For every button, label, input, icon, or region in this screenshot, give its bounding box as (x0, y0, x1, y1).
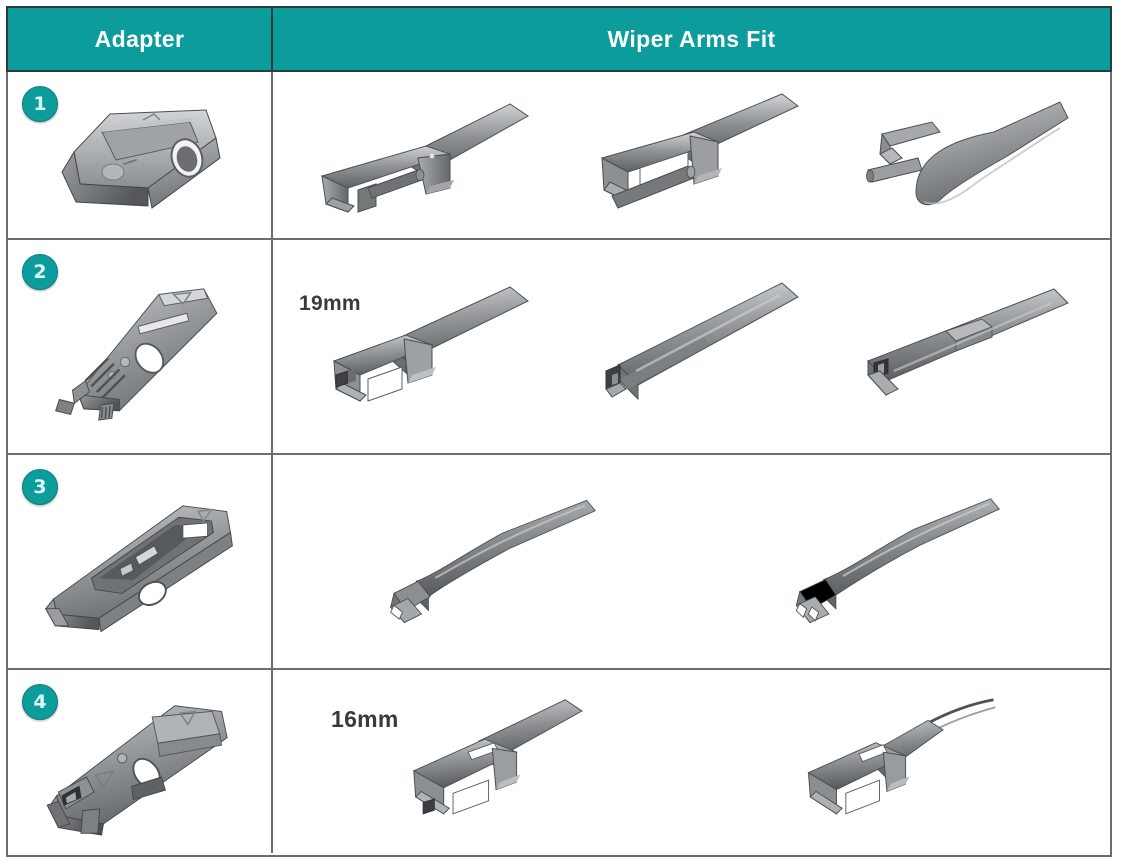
wiper-arm-item (584, 88, 799, 223)
wiper-arm-item (584, 279, 799, 414)
wiper-arms-cell-4: 16mm (273, 670, 1110, 853)
bayonet-slim-wiper-arm-image (807, 698, 996, 815)
row-number-badge: 3 (22, 469, 58, 505)
table-row: 4 (8, 670, 1110, 853)
wiper-arm-item (854, 88, 1069, 223)
annotation-16mm: 16mm (331, 706, 399, 732)
table-row: 1 (8, 72, 1110, 240)
u-hook-wide-wiper-arm-image (600, 92, 799, 209)
column-header-wiper-arms-fit: Wiper Arms Fit (273, 8, 1110, 70)
wiper-arm-item (382, 694, 597, 829)
table-body: 1 (6, 72, 1112, 857)
row-number-badge: 4 (22, 684, 58, 720)
u-hook-rounded-wiper-arm-image (865, 100, 1069, 205)
table-row: 3 (8, 455, 1110, 670)
adapter-cell-1: 1 (8, 72, 273, 238)
wiper-arm-item (854, 279, 1069, 414)
wiper-arm-item (786, 494, 1001, 629)
side-pin-straight-wiper-arm-image (605, 282, 799, 401)
u-hook-adapter-image (60, 109, 221, 209)
wiper-arm-item (786, 694, 1001, 829)
wiper-arm-item (314, 88, 530, 223)
column-header-adapter: Adapter (8, 8, 273, 70)
adapter-cell-2: 2 (8, 240, 273, 453)
annotation-19mm: 19mm (299, 292, 361, 315)
side-pin-notched-wiper-arm-image (866, 288, 1069, 397)
adapter-cell-4: 4 (8, 670, 273, 853)
wiper-arms-cell-3 (273, 455, 1110, 668)
side-pin-adapter-image (54, 287, 217, 421)
wiper-arm-item (314, 279, 530, 414)
push-button-wiper-arm-image (389, 499, 596, 624)
adapter-cell-3: 3 (8, 455, 273, 668)
row-number-badge: 2 (22, 254, 58, 290)
push-button-split-wiper-arm-image (795, 498, 1001, 624)
wiper-arms-cell-1 (273, 72, 1110, 238)
push-button-adapter-image (44, 504, 233, 632)
wiper-arms-cell-2: 19mm (273, 240, 1110, 453)
wiper-arm-item (382, 494, 597, 629)
bayonet-16mm-wiper-arm-image (412, 699, 583, 815)
u-hook-wiper-arm-image (320, 102, 530, 213)
row-number-badge: 1 (22, 86, 58, 122)
bayonet-adapter-image (46, 704, 228, 836)
table-row: 2 (8, 240, 1110, 455)
side-pin-19mm-wiper-arm-image (333, 286, 530, 402)
table-header-row: Adapter Wiper Arms Fit (6, 6, 1112, 72)
